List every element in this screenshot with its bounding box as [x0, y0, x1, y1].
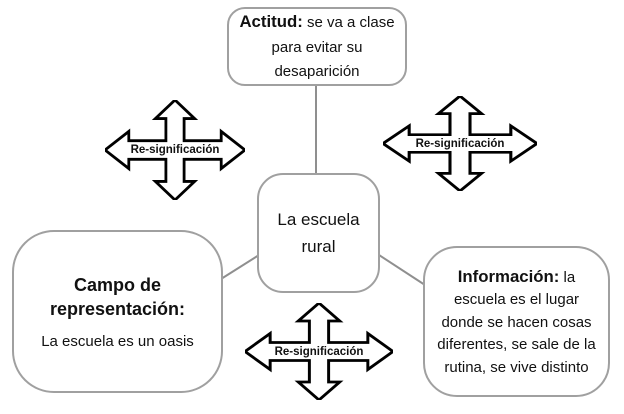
arrow-label: Re-significación [274, 345, 364, 358]
node-actitud[interactable]: Actitud: se va a clase para evitar su de… [227, 7, 407, 86]
quad-arrow-upper-left[interactable]: Re-significación [105, 100, 245, 200]
arrow-label: Re-significación [130, 144, 220, 156]
connector-center-to-left [220, 254, 260, 280]
node-left-term: Campo de representación: [49, 274, 186, 319]
connector-center-to-right [378, 254, 426, 286]
quad-arrow-bottom-center[interactable]: Re-significación [245, 303, 393, 400]
node-campo-de-representacion[interactable]: Campo de representación: La escuela es u… [12, 230, 223, 393]
node-informacion[interactable]: Información: la escuela es el lugar dond… [423, 246, 610, 397]
node-right-description: la escuela es el lugar donde se hacen co… [437, 268, 596, 376]
node-left-description: La escuela es un oasis [41, 333, 194, 351]
four-way-arrow-icon [245, 303, 393, 400]
four-way-arrow-icon [383, 96, 537, 191]
node-la-escuela-rural[interactable]: La escuela rural [257, 173, 380, 293]
node-center-text: La escuela rural [277, 209, 360, 256]
node-actitud-term: Actitud: [239, 12, 303, 32]
node-right-text: Información: la escuela es el lugar dond… [434, 264, 599, 380]
four-way-arrow-icon [105, 100, 245, 200]
quad-arrow-upper-right[interactable]: Re-significación [383, 96, 537, 191]
node-right-term: Información: [457, 266, 560, 286]
node-actitud-description: se va a clase para evitar su desaparició… [271, 14, 395, 80]
arrow-label: Re-significación [415, 137, 505, 150]
node-actitud-text: Actitud: se va a clase para evitar su de… [239, 9, 395, 84]
